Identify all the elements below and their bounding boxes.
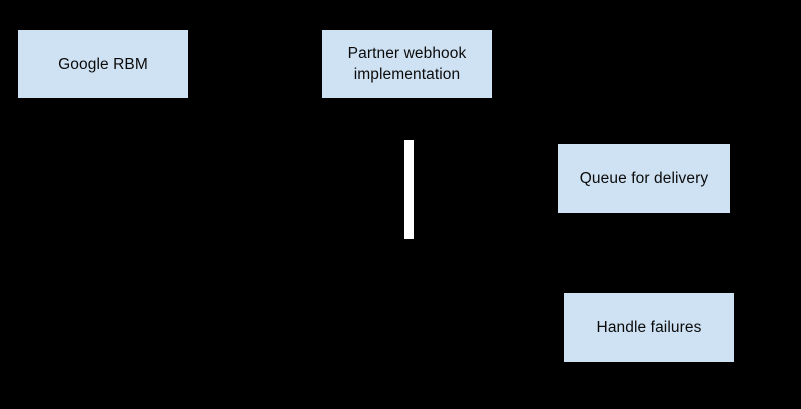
node-google-rbm[interactable]: Google RBM xyxy=(18,30,188,98)
connector-vertical-bar xyxy=(404,140,414,239)
node-partner-webhook[interactable]: Partner webhook implementation xyxy=(322,30,492,98)
node-queue-for-delivery[interactable]: Queue for delivery xyxy=(558,144,730,213)
node-partner-webhook-label: Partner webhook implementation xyxy=(347,45,467,83)
node-queue-for-delivery-label: Queue for delivery xyxy=(579,170,709,187)
node-handle-failures[interactable]: Handle failures xyxy=(564,293,734,362)
node-handle-failures-label: Handle failures xyxy=(596,319,702,336)
node-google-rbm-label: Google RBM xyxy=(58,55,148,73)
